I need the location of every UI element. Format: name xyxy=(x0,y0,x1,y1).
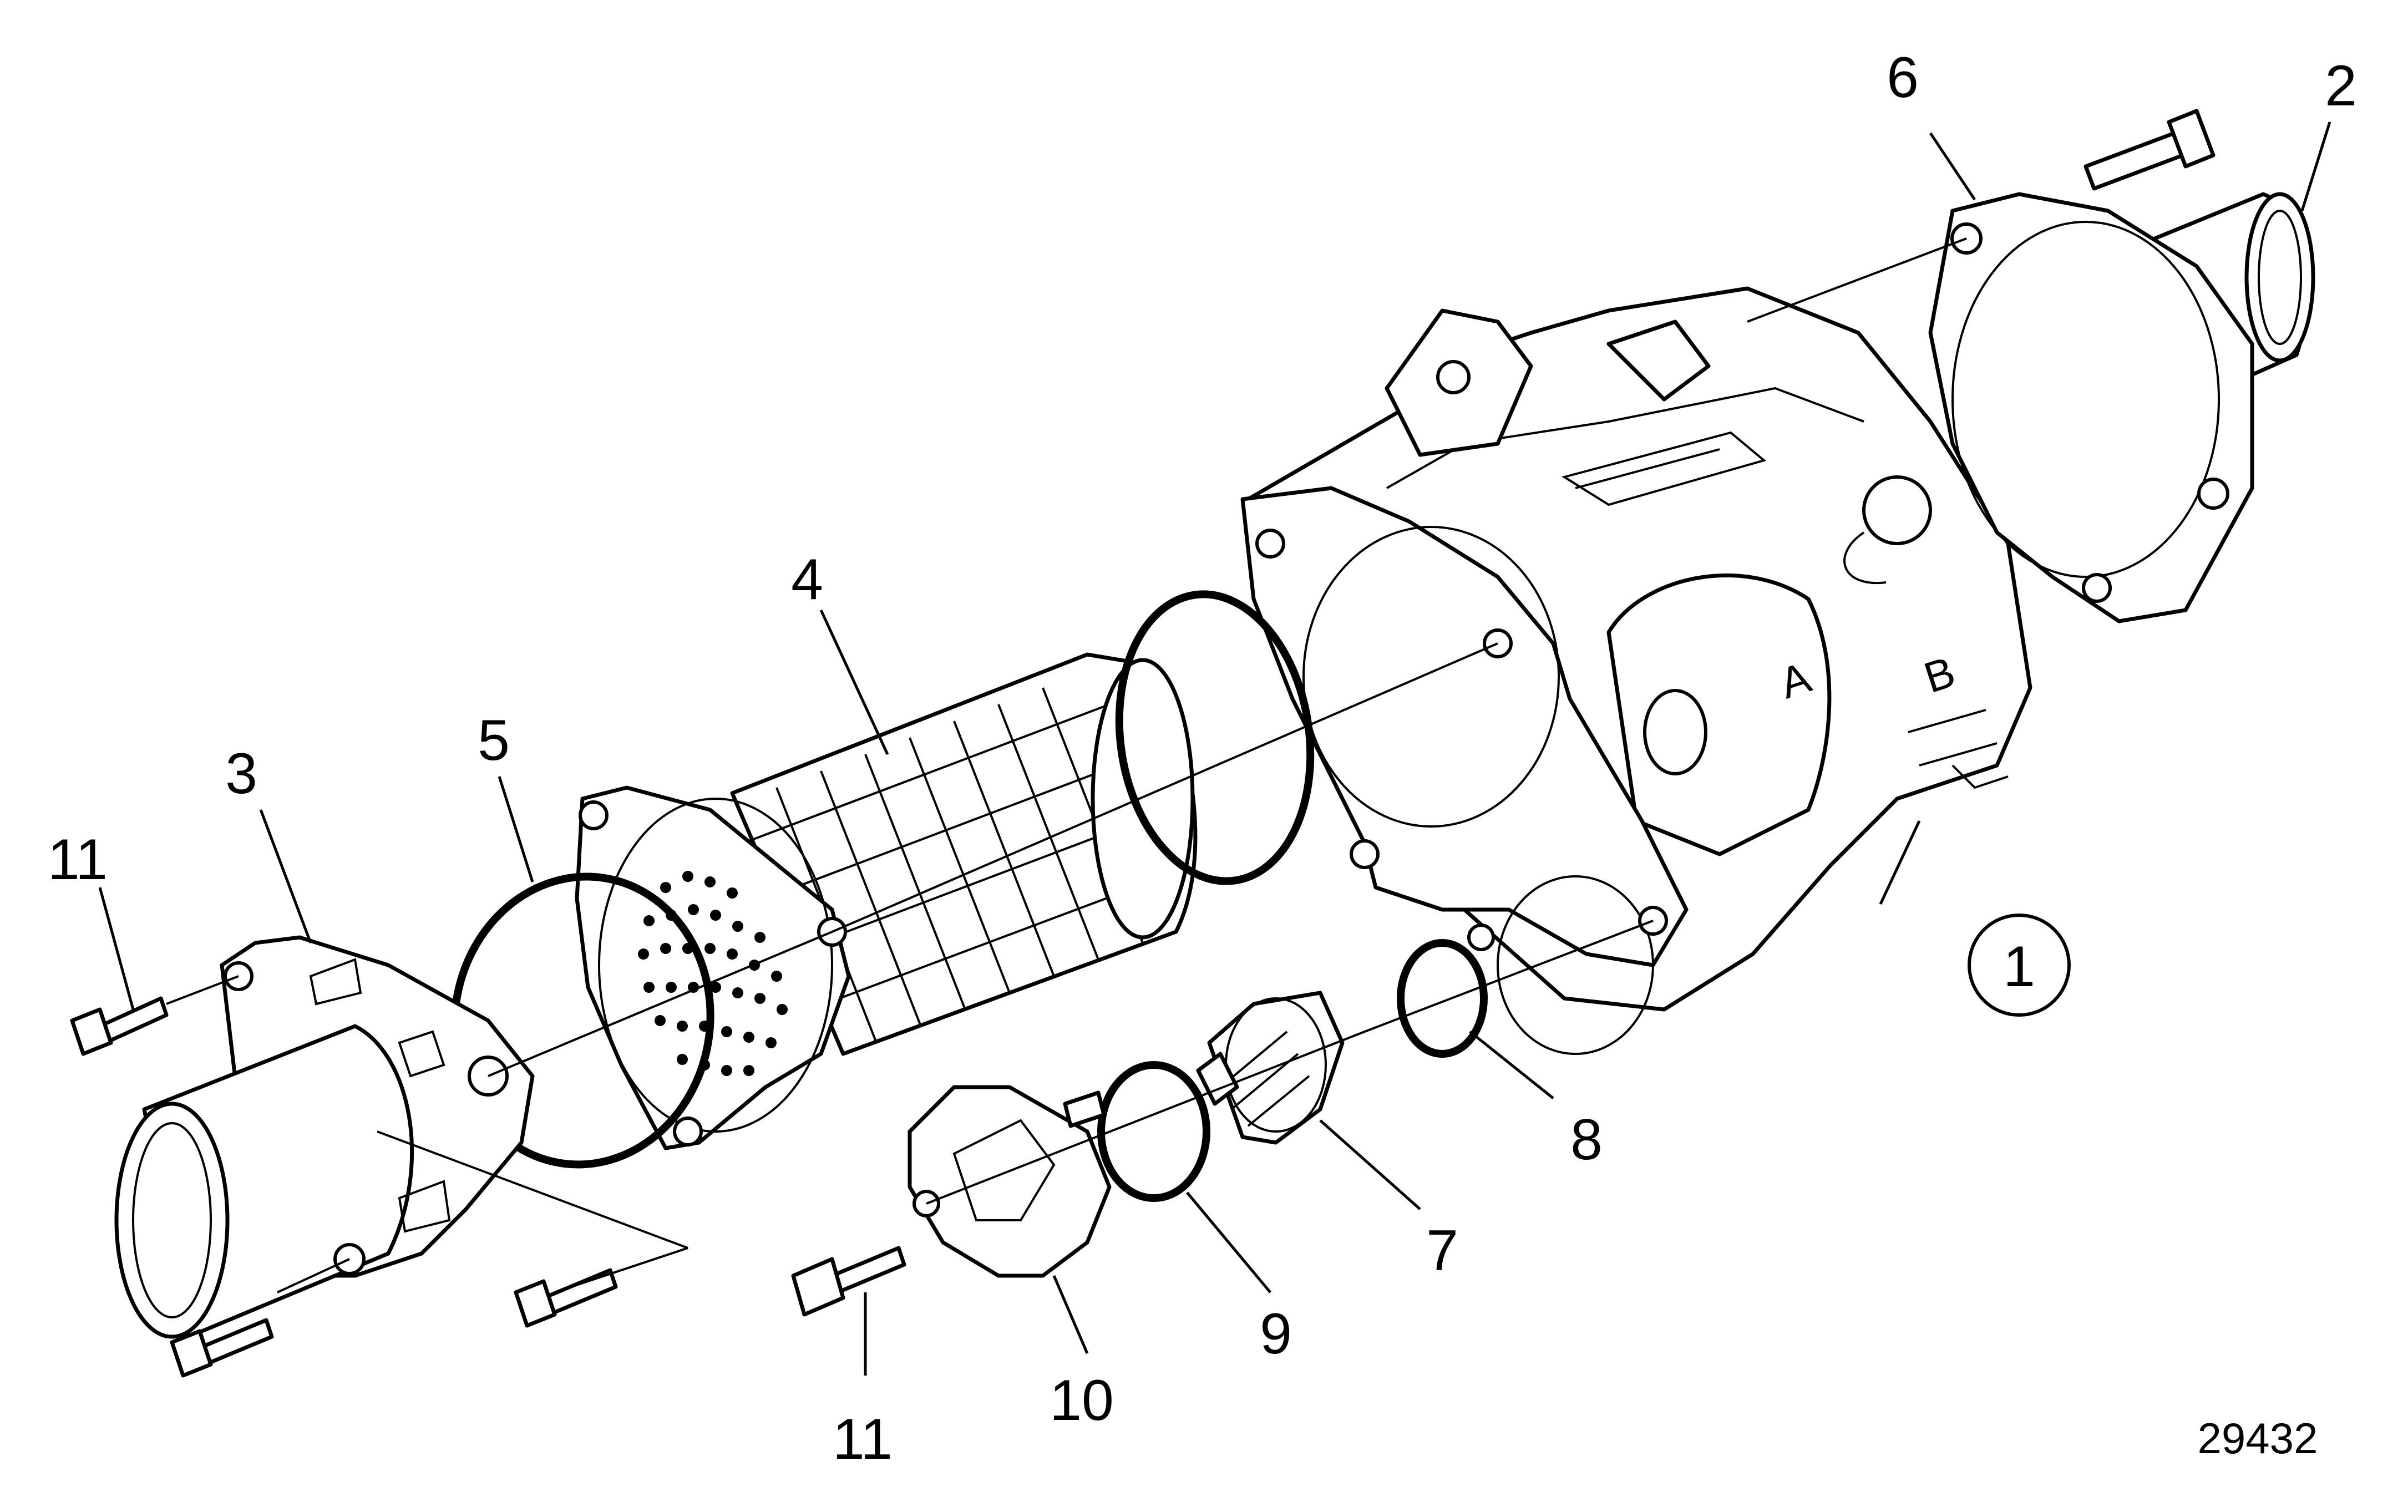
callout-4: 4 xyxy=(791,547,823,612)
figure-number: 29432 xyxy=(2198,1414,2318,1463)
bolt-center-lower xyxy=(514,1268,618,1328)
bolt-part-11-lower xyxy=(791,1246,906,1317)
leader-lines xyxy=(98,121,2331,1376)
bolt-top-right xyxy=(2083,109,2216,191)
callout-3: 3 xyxy=(225,742,257,806)
cooler-insert-part-4 xyxy=(575,652,1198,1150)
callout-8: 8 xyxy=(1570,1108,1603,1172)
bolt-left-upper xyxy=(70,996,169,1056)
thermostat-cover-part-10 xyxy=(908,1085,1112,1278)
callout-circle-1 xyxy=(1968,914,2071,1017)
callout-7: 7 xyxy=(1426,1219,1458,1283)
housing-part-1: A B xyxy=(1240,286,2032,1055)
callout-6: 6 xyxy=(1887,45,1919,110)
thermostat-part-7 xyxy=(1196,991,1345,1145)
callout-9: 9 xyxy=(1260,1302,1292,1366)
callout-5: 5 xyxy=(478,708,510,773)
callout-11-lower: 11 xyxy=(833,1407,893,1472)
inlet-cover-part-3 xyxy=(114,935,535,1339)
gasket-part-6 xyxy=(1928,192,2254,623)
callout-1: 1 xyxy=(2003,935,2035,999)
o-ring-part-9 xyxy=(1097,1061,1210,1202)
o-ring-part-8 xyxy=(1397,939,1488,1058)
bolt-left-lower xyxy=(170,1318,274,1378)
assembly-axis-lines xyxy=(166,237,1967,1293)
callout-10: 10 xyxy=(1050,1368,1114,1433)
callout-2: 2 xyxy=(2325,54,2357,118)
callout-11-upper: 11 xyxy=(48,828,108,892)
